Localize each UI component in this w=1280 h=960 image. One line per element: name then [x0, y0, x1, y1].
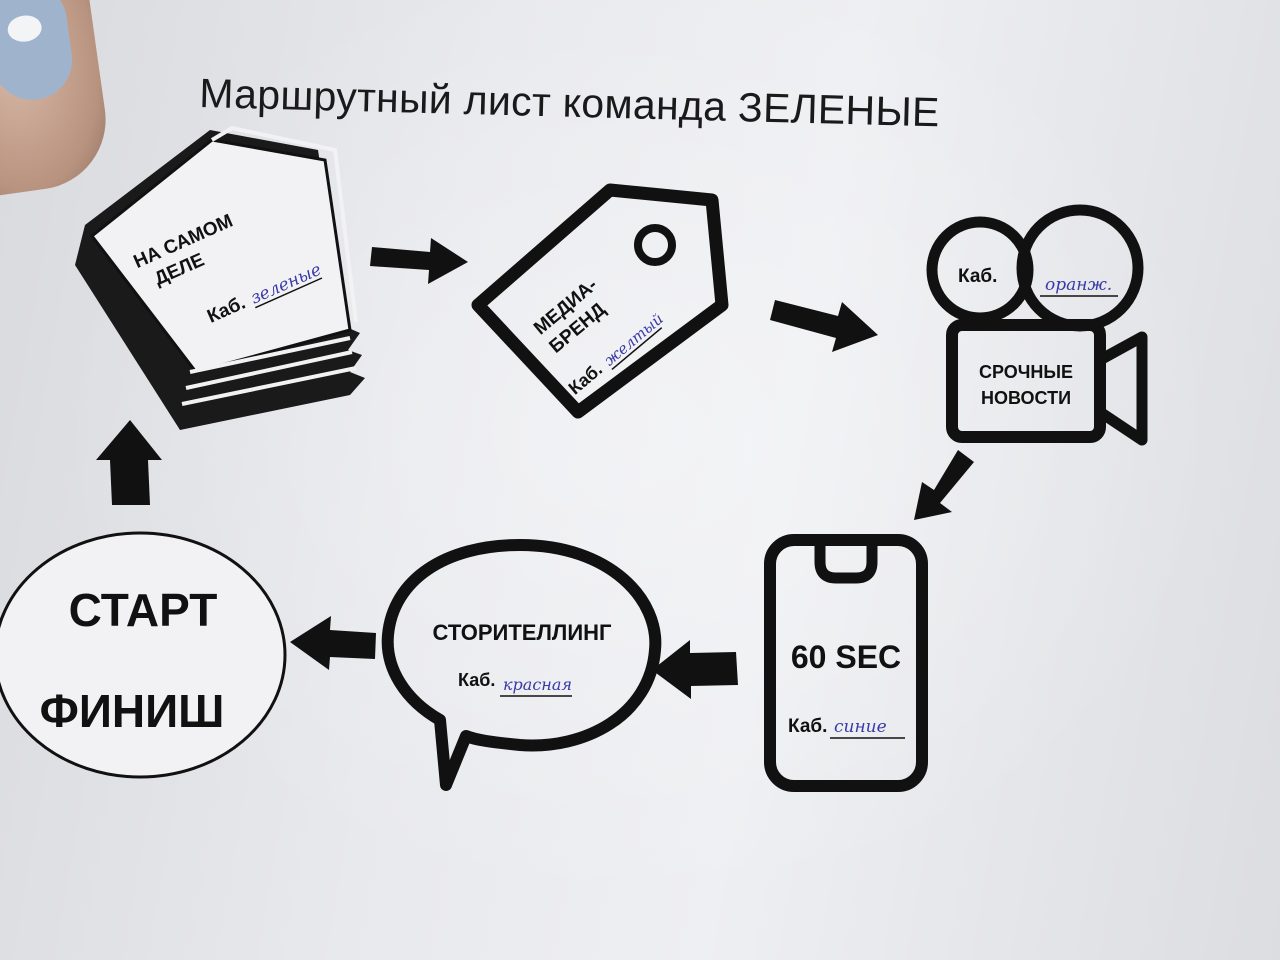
camera-room-label: Каб.	[958, 266, 997, 287]
arrow-camera-to-phone	[914, 450, 974, 520]
camera-icon	[926, 204, 1148, 446]
station-start-finish: СТАРТ ФИНИШ	[0, 531, 287, 779]
arrow-start-to-book	[96, 420, 162, 505]
station-tag: МЕДИА- БРЕНД Каб. желтый	[471, 183, 729, 419]
arrow-bubble-to-start	[290, 616, 376, 670]
station-camera: Каб. оранж. СРОЧНЫЕ НОВОСТИ	[926, 204, 1148, 446]
phone-room-value: синие	[834, 717, 887, 737]
finish-label: ФИНИШ	[40, 685, 225, 737]
start-label: СТАРТ	[69, 584, 218, 636]
bubble-room-value: красная	[503, 675, 572, 694]
start-finish-circle	[0, 531, 287, 779]
tag-icon	[471, 183, 729, 419]
bubble-room-label: Каб.	[458, 670, 495, 690]
phone-label: 60 SEC	[791, 639, 901, 675]
book-icon	[75, 125, 365, 430]
arrow-tag-to-camera	[770, 300, 878, 352]
phone-icon	[764, 534, 928, 792]
tag-hole	[634, 224, 676, 266]
camera-room-value: оранж.	[1045, 275, 1112, 295]
camera-label-line1: СРОЧНЫЕ	[979, 362, 1073, 382]
camera-label-line2: НОВОСТИ	[981, 388, 1071, 408]
station-phone: 60 SEC Каб. синие	[764, 534, 928, 792]
phone-room-label: Каб.	[788, 716, 827, 737]
arrow-book-to-tag	[370, 238, 468, 284]
station-book: НА САМОМ ДЕЛЕ Каб. зеленые	[75, 125, 365, 430]
bubble-label: СТОРИТЕЛЛИНГ	[433, 620, 613, 645]
arrow-phone-to-bubble	[652, 640, 738, 699]
station-bubble: СТОРИТЕЛЛИНГ Каб. красная	[381, 539, 662, 791]
speech-bubble-icon	[381, 539, 662, 791]
